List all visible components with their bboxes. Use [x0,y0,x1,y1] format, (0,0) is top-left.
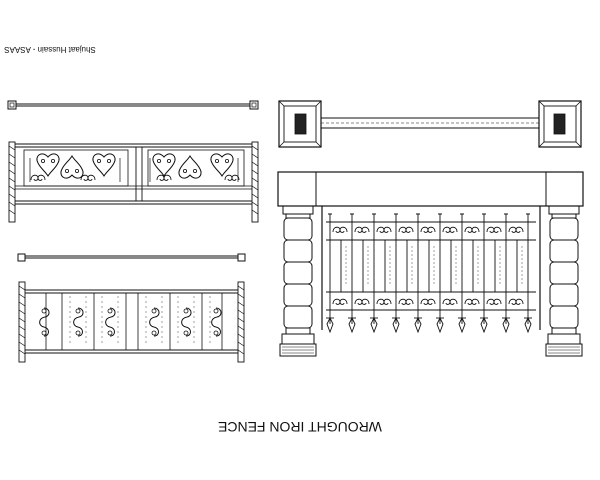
s-scroll-railing-elevation [18,281,245,363]
svg-text:Shujaat Hussain - ASAAS: Shujaat Hussain - ASAAS [4,45,96,54]
heart-railing-elevation [8,141,259,223]
pillar-plan-view [278,100,582,148]
drawing-title: WROUGHT IRON FENCE [218,419,382,435]
svg-text:WROUGHT IRON FENCE: WROUGHT IRON FENCE [218,419,382,435]
author-label: Shujaat Hussain - ASAAS [4,45,96,54]
fence-elevation [277,171,584,357]
rail-plan-top-left [7,100,259,110]
rail-plan-middle-left [17,253,246,262]
